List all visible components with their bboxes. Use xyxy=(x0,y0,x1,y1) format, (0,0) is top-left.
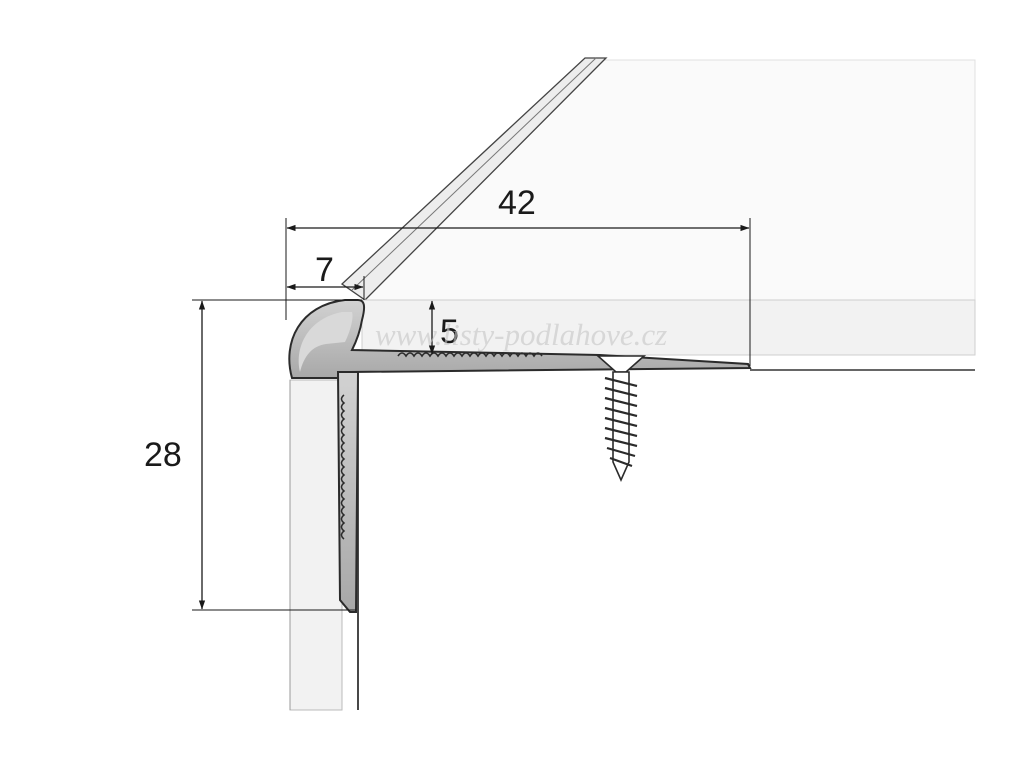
tread-edge-strip xyxy=(340,57,608,301)
watermark-text: www.listy-podlahove.cz xyxy=(375,317,667,352)
screw xyxy=(595,355,647,482)
tread-edge-line xyxy=(351,57,597,291)
floor-panels xyxy=(289,57,976,711)
profile-vertical-leg xyxy=(336,371,360,613)
riser-panel xyxy=(289,379,343,711)
screw-thread xyxy=(604,376,638,468)
dimension-labels: 42 7 28 5 xyxy=(144,184,536,474)
dim-label-42: 42 xyxy=(498,184,536,222)
dim-label-28: 28 xyxy=(144,436,182,474)
profile-nose-highlight xyxy=(298,312,353,372)
profile-flange-ribs xyxy=(397,352,543,358)
floor-slab-top xyxy=(361,299,976,356)
dim-label-5: 5 xyxy=(440,313,459,351)
dimension-lines xyxy=(192,218,751,611)
profile-leg-ribs xyxy=(340,394,346,540)
dim-label-7: 7 xyxy=(315,251,334,289)
